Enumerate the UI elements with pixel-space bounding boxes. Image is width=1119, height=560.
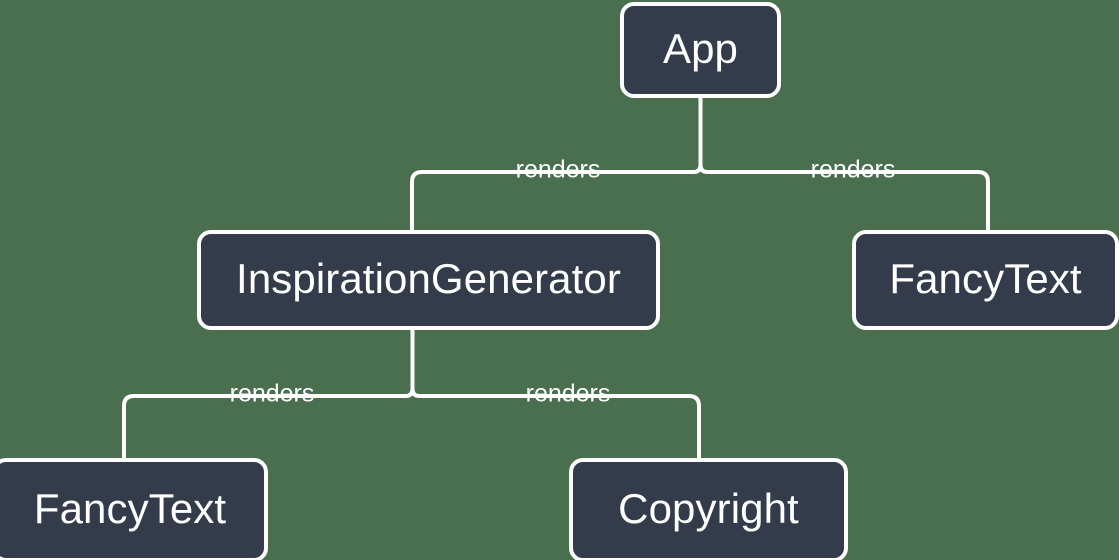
- edge-inspiration-to-fancytext-left: [122, 394, 140, 458]
- node-fancytext-left[interactable]: FancyText: [0, 458, 268, 560]
- edge-inspiration-to-copyright: [683, 394, 701, 458]
- edge-app-split-right: [698, 160, 972, 174]
- edge-label-inspiration-fancytext-left: renders: [229, 379, 315, 408]
- node-fancytext-right[interactable]: FancyText: [852, 230, 1119, 330]
- node-copyright[interactable]: Copyright: [569, 458, 848, 560]
- edge-inspiration-split-right: [410, 384, 683, 398]
- node-app[interactable]: App: [620, 2, 781, 98]
- node-fancytext-left-label: FancyText: [33, 484, 227, 532]
- node-app-label: App: [662, 24, 739, 72]
- node-inspiration-generator-label: InspirationGenerator: [236, 254, 621, 302]
- edge-app-to-inspiration: [410, 170, 428, 230]
- edge-label-app-fancytext-right: renders: [810, 155, 896, 184]
- node-inspiration-generator[interactable]: InspirationGenerator: [197, 230, 660, 330]
- node-copyright-label: Copyright: [618, 484, 799, 532]
- edge-label-inspiration-copyright: renders: [525, 379, 611, 408]
- edge-app-to-fancytext-right: [972, 170, 990, 230]
- edge-label-app-inspiration: renders: [515, 155, 601, 184]
- node-fancytext-right-label: FancyText: [889, 254, 1082, 302]
